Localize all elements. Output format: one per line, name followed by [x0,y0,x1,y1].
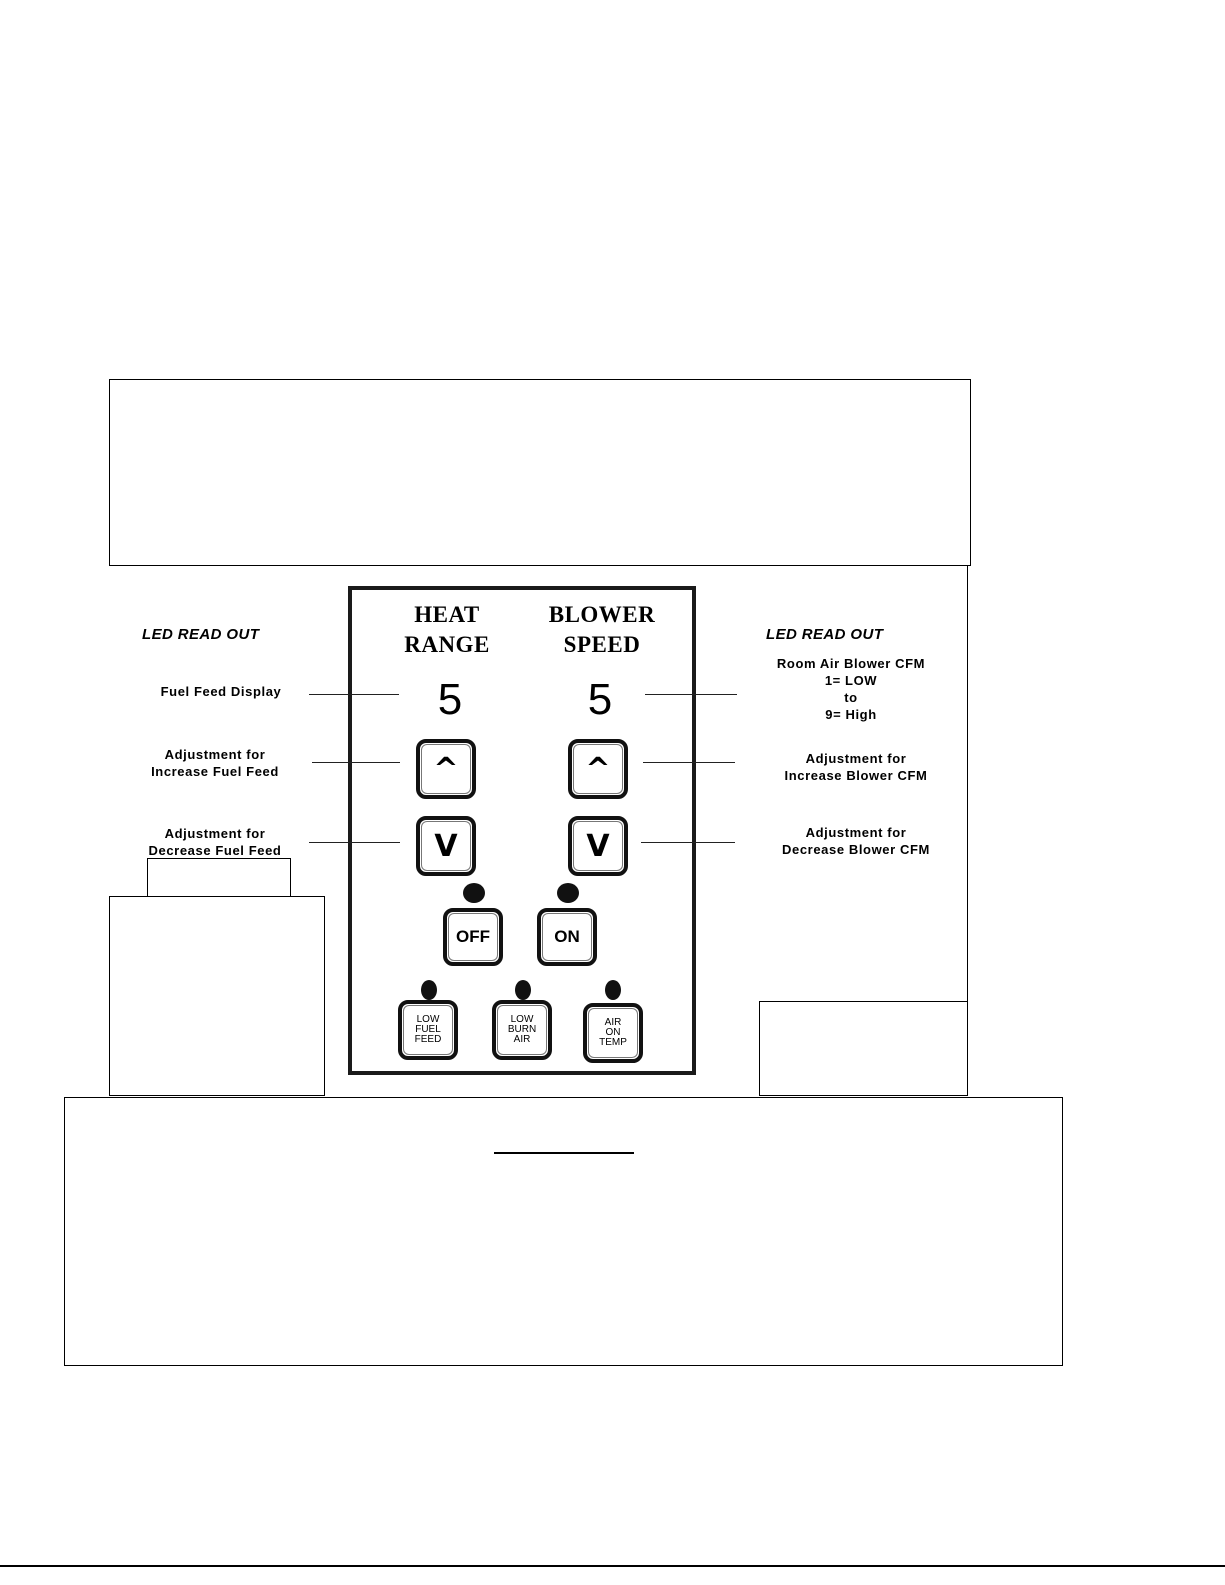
increase-blower-cfm-label: Adjustment for Increase Blower CFM [775,750,937,784]
heat-header-line2: RANGE [404,632,490,657]
decrease-blower-line1: Adjustment for [805,825,907,840]
heat-decrease-button[interactable]: V [416,816,476,876]
chevron-up-icon: ^ [433,751,459,787]
air-on-temp-line1: AIR [604,1017,622,1028]
heat-header-line1: HEAT [414,602,480,627]
low-burn-air-line2: BURN [507,1024,537,1035]
low-burn-air-button[interactable]: LOW BURN AIR [492,1000,552,1060]
increase-fuel-leader-line [312,762,400,763]
right-note-box [759,1001,968,1096]
decrease-fuel-feed-label: Adjustment for Decrease Fuel Feed [140,825,290,859]
on-indicator-led [557,883,579,903]
decrease-blower-line2: Decrease Blower CFM [782,842,930,857]
on-button[interactable]: ON [537,908,597,966]
low-fuel-feed-line3: FEED [414,1034,442,1045]
bottom-note-heading-underline [494,1152,634,1154]
decrease-blower-leader-line [641,842,735,843]
blower-display-leader-line [645,694,737,695]
air-on-temp-line2: ON [605,1027,621,1038]
decrease-fuel-line2: Decrease Fuel Feed [148,843,282,858]
top-text-box [109,379,971,566]
low-fuel-feed-line1: LOW [416,1014,440,1025]
left-led-read-out-label: LED READ OUT [142,626,260,643]
off-indicator-led [463,883,485,903]
blower-increase-button[interactable]: ^ [568,739,628,799]
increase-fuel-feed-label: Adjustment for Increase Fuel Feed [140,746,290,780]
blower-speed-header: BLOWER SPEED [532,600,672,660]
left-note-box [109,896,325,1096]
blower-info-line2: 1= LOW [824,673,878,688]
fuel-display-leader-line [309,694,399,695]
chevron-down-icon: V [434,828,458,864]
off-button-label: OFF [456,927,490,946]
chevron-down-icon: V [586,828,610,864]
low-burn-air-line3: AIR [513,1034,531,1045]
low-burn-air-line1: LOW [510,1014,534,1025]
decrease-fuel-line1: Adjustment for [164,826,266,841]
diagram-frame-right-edge [967,566,968,1096]
page-bottom-rule [0,1565,1225,1567]
on-button-label: ON [554,927,580,946]
air-on-temp-led [605,980,621,1000]
fuel-feed-display-label: Fuel Feed Display [160,684,282,699]
blower-info-line1: Room Air Blower CFM [776,656,926,671]
off-button[interactable]: OFF [443,908,503,966]
blower-decrease-button[interactable]: V [568,816,628,876]
increase-blower-line1: Adjustment for [805,751,907,766]
blower-speed-display: 5 [587,675,613,724]
increase-fuel-line2: Increase Fuel Feed [151,764,279,779]
decrease-blower-cfm-label: Adjustment for Decrease Blower CFM [775,824,937,858]
heat-range-display: 5 [437,675,463,724]
low-fuel-feed-button[interactable]: LOW FUEL FEED [398,1000,458,1060]
low-fuel-feed-led [421,980,437,1000]
blower-info-line3: to [844,690,858,705]
control-panel: HEAT RANGE BLOWER SPEED 5 5 ^ ^ V V OFF … [348,586,696,1075]
decrease-fuel-leader-line [309,842,400,843]
increase-blower-leader-line [643,762,735,763]
increase-fuel-line1: Adjustment for [164,747,266,762]
air-on-temp-button[interactable]: AIR ON TEMP [583,1003,643,1063]
small-label-box [147,858,291,898]
low-fuel-feed-line2: FUEL [415,1024,441,1035]
blower-header-line2: SPEED [563,632,641,657]
right-led-read-out-label: LED READ OUT [766,626,884,643]
blower-header-line1: BLOWER [548,602,656,627]
bottom-note-box [64,1097,1063,1366]
air-on-temp-line3: TEMP [599,1037,627,1048]
increase-blower-line2: Increase Blower CFM [784,768,928,783]
heat-range-header: HEAT RANGE [382,600,512,660]
low-burn-air-led [515,980,531,1000]
chevron-up-icon: ^ [585,751,611,787]
blower-info-line4: 9= High [825,707,877,722]
heat-increase-button[interactable]: ^ [416,739,476,799]
blower-cfm-info: Room Air Blower CFM 1= LOW to 9= High [766,655,936,723]
